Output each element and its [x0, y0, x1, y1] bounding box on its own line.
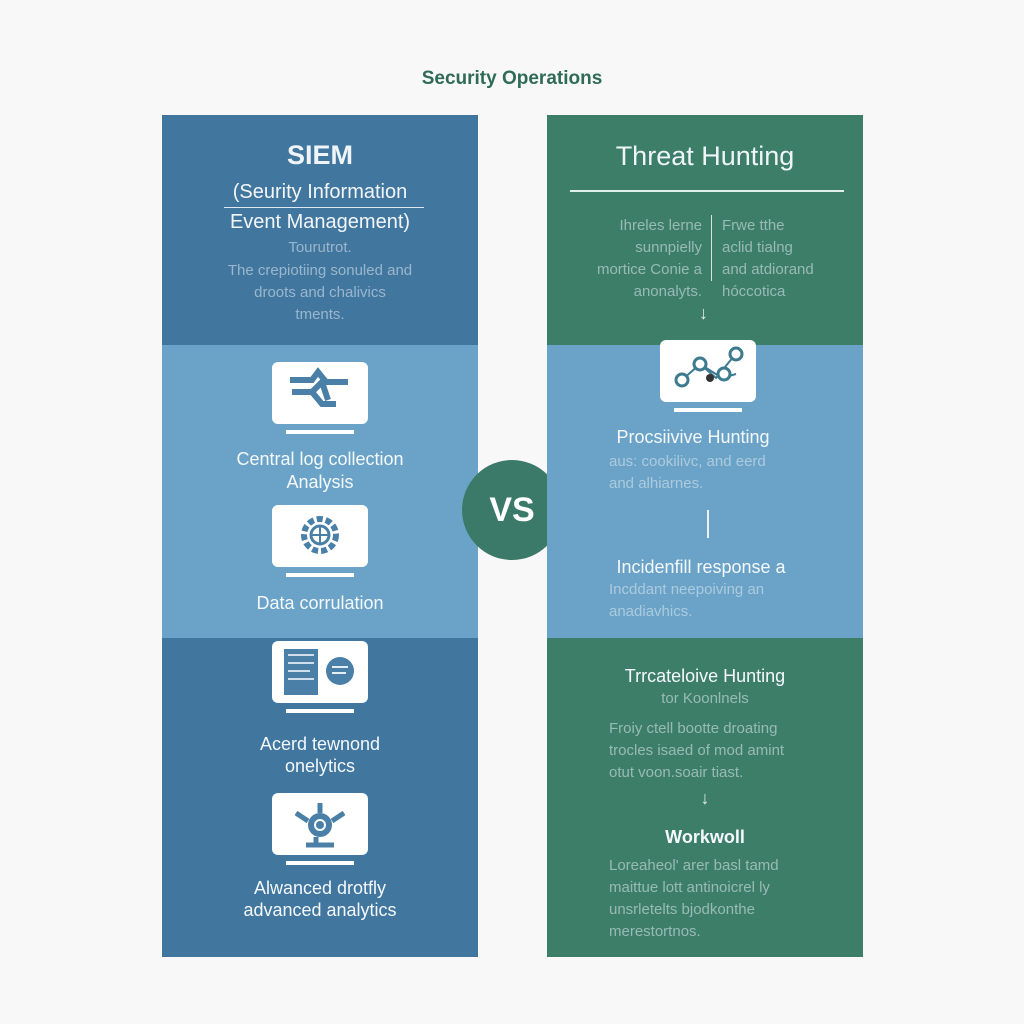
siem-analytics-section: Acerd tewnond onelytics Alwanced drotfly…: [162, 638, 478, 957]
text-line: aus: cookilivc, and eerd: [609, 453, 766, 470]
robot-arm-monitor-icon: [272, 793, 368, 871]
threat-proactive-section: Procsiivive Hunting aus: cookilivc, and …: [547, 340, 863, 638]
gear-monitor-icon: [272, 505, 368, 583]
text-line: maittue lott antinoicrel ly: [609, 879, 770, 896]
item-label: Analysis: [286, 472, 354, 492]
text-line: unsrletelts bjodkonthe: [609, 901, 755, 918]
text-line: and alhiarnes.: [609, 475, 704, 492]
siem-header-section: SIEM (Seurity Information Event Manageme…: [162, 115, 478, 345]
workflow-lines: Loreaheol' arer basl tamd maittue lott a…: [609, 855, 779, 943]
siem-heading: SIEM: [286, 140, 353, 170]
arrow-down-icon: ↓: [699, 303, 708, 323]
text-line: merestortnos.: [609, 923, 701, 940]
item-label: onelytics: [284, 756, 356, 776]
proactive-lines: aus: cookilivc, and eerd and alhiarnes.: [609, 451, 766, 495]
text-line: Ihreles lerne: [619, 217, 702, 234]
text-line: Froiy ctell bootte droating: [609, 720, 778, 737]
proactive-hunting-title: Procsiivive Hunting: [616, 427, 770, 447]
item-label: advanced analytics: [243, 900, 397, 920]
text-line: Incddant neepoiving an: [609, 581, 765, 598]
subtitle-underline: [224, 207, 424, 208]
threat-hunting-panel: Threat Hunting Ihreles lerne sunnpielly …: [547, 115, 863, 957]
text-line: Frwe tthe: [722, 217, 785, 234]
threat-col-left: Ihreles lerne sunnpielly mortice Conie a…: [547, 215, 702, 303]
siem-desc-line: tments.: [295, 306, 345, 323]
item-label: Alwanced drotfly: [253, 878, 387, 898]
item-label: Acerd tewnond: [259, 734, 381, 754]
threat-lines: Froiy ctell bootte droating trocles isae…: [609, 718, 784, 784]
text-line: otut voon.soair tiast.: [609, 764, 744, 781]
threat-workflow-section: Trrcateloive Hunting tor Koonlnels Froiy…: [547, 638, 863, 957]
item-label: Central log collection: [236, 449, 404, 469]
siem-desc-line: droots and chalivics: [254, 284, 386, 301]
threat-header-section: Threat Hunting Ihreles lerne sunnpielly …: [547, 115, 863, 345]
text-line: Loreaheol' arer basl tamd: [609, 857, 779, 874]
network-map-monitor-icon: [272, 362, 368, 440]
text-line: hóccotica: [722, 283, 786, 300]
threat-heading: Threat Hunting: [615, 141, 795, 171]
text-line: sunnpielly: [635, 239, 702, 256]
threat-hunting-subtitle: Trrcateloive Hunting: [624, 666, 786, 686]
text-line: anonalyts.: [633, 283, 702, 300]
text-line: mortice Conie a: [596, 261, 702, 278]
text-line: and atdiorand: [722, 261, 814, 278]
column-divider: [711, 215, 712, 281]
text-line: anadiavhics.: [609, 603, 693, 620]
threat-hunting-sub: tor Koonlnels: [661, 690, 749, 707]
arrow-down-icon: ↓: [700, 788, 710, 808]
text-line: trocles isaed of mod amint: [609, 742, 785, 759]
siem-desc-line: The crepiotiing sonuled and: [227, 262, 413, 279]
graph-nodes-monitor-icon: [660, 340, 756, 418]
siem-subtitle-2: Event Management): [229, 211, 411, 233]
item-label: Data corrulation: [256, 593, 384, 613]
connector-line: [707, 510, 709, 538]
siem-subtitle-1: (Seurity Information: [232, 181, 408, 203]
vs-badge: VS: [462, 460, 562, 560]
siem-desc-line: Tourutrot.: [288, 239, 352, 256]
siem-panel: SIEM (Seurity Information Event Manageme…: [162, 115, 478, 957]
siem-features-section: Central log collection Analysis Data cor…: [162, 345, 478, 638]
workflow-title: Workwoll: [665, 827, 745, 847]
divider: [570, 190, 844, 192]
threat-col-right: Frwe tthe aclid tialng and atdiorand hóc…: [722, 215, 814, 303]
page-title: Security Operations: [421, 68, 603, 89]
incident-response-title: Incidenfill response a: [616, 557, 786, 577]
document-chat-monitor-icon: [272, 641, 368, 719]
incident-lines: Incddant neepoiving an anadiavhics.: [609, 579, 764, 623]
text-line: aclid tialng: [722, 239, 793, 256]
